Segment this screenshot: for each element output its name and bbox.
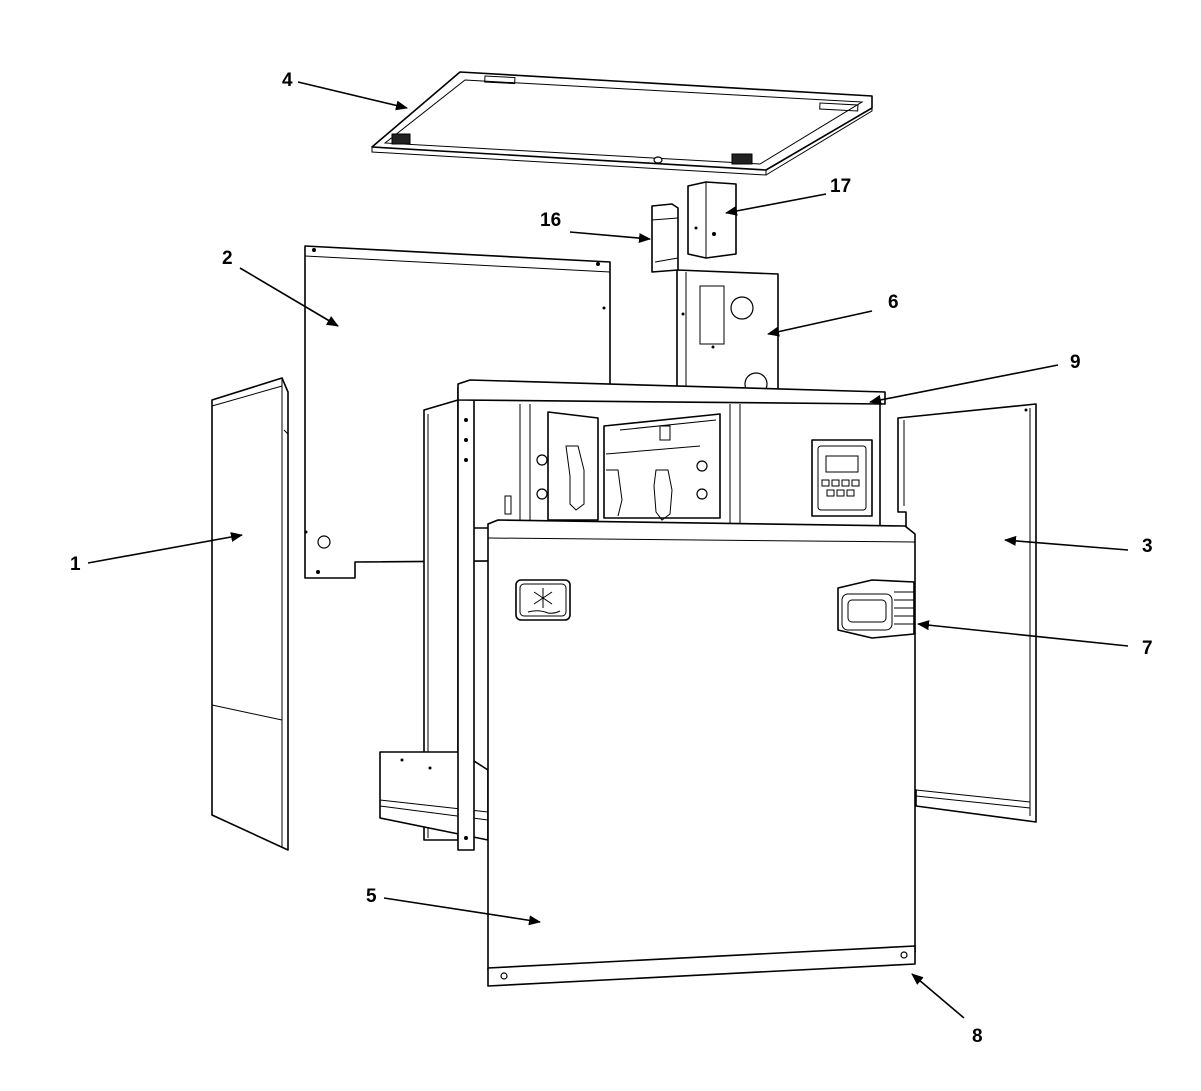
junction-cover-part bbox=[687, 181, 737, 259]
leader-1 bbox=[87, 532, 243, 564]
leader-7 bbox=[917, 620, 1129, 647]
callout-1: 1 bbox=[70, 554, 81, 575]
callout-2: 2 bbox=[222, 248, 233, 269]
callout-9: 9 bbox=[1070, 352, 1081, 373]
leader-17 bbox=[725, 193, 827, 216]
callout-3: 3 bbox=[1142, 536, 1153, 557]
callout-16: 16 bbox=[540, 210, 561, 231]
front-panel-part bbox=[487, 519, 916, 987]
top-cover-part bbox=[371, 71, 873, 176]
leader-5 bbox=[383, 897, 541, 926]
right-side-panel-part bbox=[897, 403, 1037, 823]
callout-labels: 1 2 3 4 5 6 7 8 9 16 17 bbox=[70, 70, 1153, 1047]
callout-4: 4 bbox=[282, 70, 293, 91]
leader-2 bbox=[239, 267, 339, 327]
callout-17: 17 bbox=[830, 176, 851, 197]
bottom-trim-part bbox=[487, 945, 916, 987]
air-filter-part bbox=[837, 579, 915, 639]
leader-9 bbox=[869, 364, 1059, 405]
control-panel-icon bbox=[811, 439, 873, 517]
callout-7: 7 bbox=[1142, 638, 1153, 659]
cabinet-frame bbox=[379, 379, 886, 851]
snowflake-logo-icon bbox=[515, 579, 571, 621]
leader-8 bbox=[911, 973, 965, 1019]
top-rail-part bbox=[457, 379, 886, 405]
rear-service-panel-part bbox=[676, 269, 779, 396]
leader-16 bbox=[569, 231, 651, 244]
leader-6 bbox=[767, 310, 873, 337]
leader-3 bbox=[1004, 535, 1129, 551]
left-side-panel-part bbox=[211, 377, 289, 851]
callout-8: 8 bbox=[972, 1026, 983, 1047]
leader-4 bbox=[297, 81, 408, 111]
leader-lines bbox=[87, 81, 1129, 1019]
callout-5: 5 bbox=[366, 886, 377, 907]
bracket-part bbox=[651, 203, 679, 273]
callout-6: 6 bbox=[888, 292, 899, 313]
